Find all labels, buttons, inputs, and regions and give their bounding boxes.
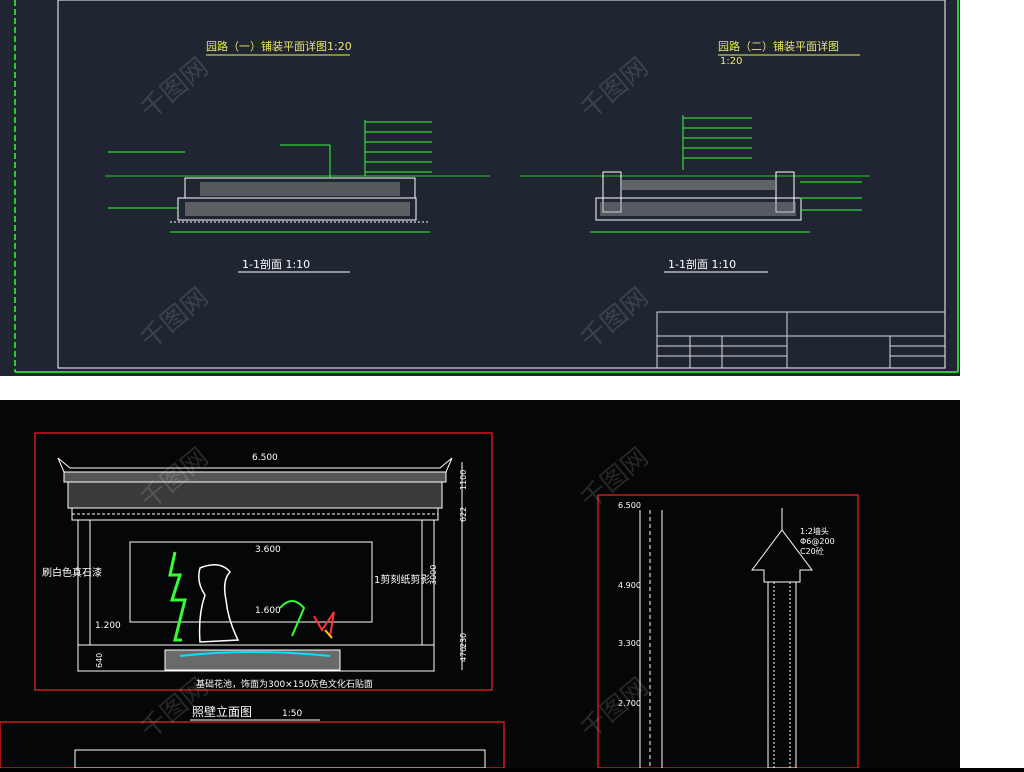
plan-title-left: 园路（一）铺装平面详图1:20 (206, 39, 352, 53)
lower-plan-outline (74, 749, 486, 769)
section-detail-left (105, 120, 490, 233)
label-right: 1剪刻纸剪影 (374, 573, 430, 586)
elevation-title: 照壁立面图 (192, 704, 252, 719)
dim-top: 6.500 (252, 453, 278, 463)
side-dim-2: 622 (459, 507, 468, 522)
side-dimensions: 1100 622 3000 230 470 640 (95, 462, 468, 670)
top-sheet-canvas: 园路（一）铺装平面详图1:20 园路（二）铺装平面详图 1:20 1-1 (14, 0, 959, 373)
label-left: 刷白色真石漆 (42, 566, 102, 579)
label-bottom: 基础花池，饰面为300×150灰色文化石贴面 (196, 678, 373, 690)
dim-mid: 3.600 (255, 545, 281, 555)
side-dim-1: 1100 (459, 470, 468, 490)
section-level-3: 3.300 (618, 639, 641, 648)
section-title-left: 1-1剖面 1:10 (242, 257, 310, 271)
watermark-6: 千图网 (575, 442, 654, 515)
watermark-1: 千图网 (135, 52, 214, 125)
side-dim-4: 230 (459, 633, 468, 648)
wall-section-detail (639, 508, 813, 769)
decorative-plants (168, 551, 335, 657)
section-detail-right (520, 115, 870, 233)
section-level-4: 2.700 (618, 699, 641, 708)
section-level-2: 4.900 (618, 581, 641, 590)
watermark-4: 千图网 (575, 282, 654, 355)
side-dim-6: 640 (95, 653, 104, 668)
inner-frame (57, 0, 946, 369)
section-note-3: Φ6@200 (800, 537, 835, 546)
screen-wall-roof (57, 457, 453, 521)
title-block (656, 311, 946, 369)
watermark-2: 千图网 (575, 52, 654, 125)
bottom-sheet-canvas: 6.500 3.600 1.600 1.200 刷白色真石漆 1剪刻纸剪影 基础… (0, 432, 859, 769)
dim-rock: 1.600 (255, 606, 281, 616)
sheet-separator (0, 376, 1024, 400)
section-level-1: 6.500 (618, 501, 641, 510)
section-note-2: C20砼 (800, 546, 824, 556)
plan-title-right-scale: 1:20 (720, 56, 742, 67)
side-dim-5: 470 (459, 647, 468, 662)
dim-low: 1.200 (95, 621, 121, 631)
watermark-3: 千图网 (135, 282, 214, 355)
lower-frame (0, 721, 505, 769)
section-title-right: 1-1剖面 1:10 (668, 257, 736, 271)
screen-wall-body (77, 519, 435, 672)
watermark-8: 千图网 (575, 672, 654, 745)
bottom-drawing-sheet: 6.500 3.600 1.600 1.200 刷白色真石漆 1剪刻纸剪影 基础… (0, 400, 960, 769)
plan-title-right: 园路（二）铺装平面详图 (718, 39, 839, 53)
elevation-frame (34, 432, 493, 691)
right-margin (960, 0, 1024, 768)
elevation-scale: 1:50 (282, 709, 302, 719)
top-drawing-sheet: 园路（一）铺装平面详图1:20 园路（二）铺装平面详图 1:20 1-1 (0, 0, 960, 376)
side-dim-3: 3000 (429, 565, 438, 585)
section-note-1: 1:2墙头 (800, 526, 829, 536)
